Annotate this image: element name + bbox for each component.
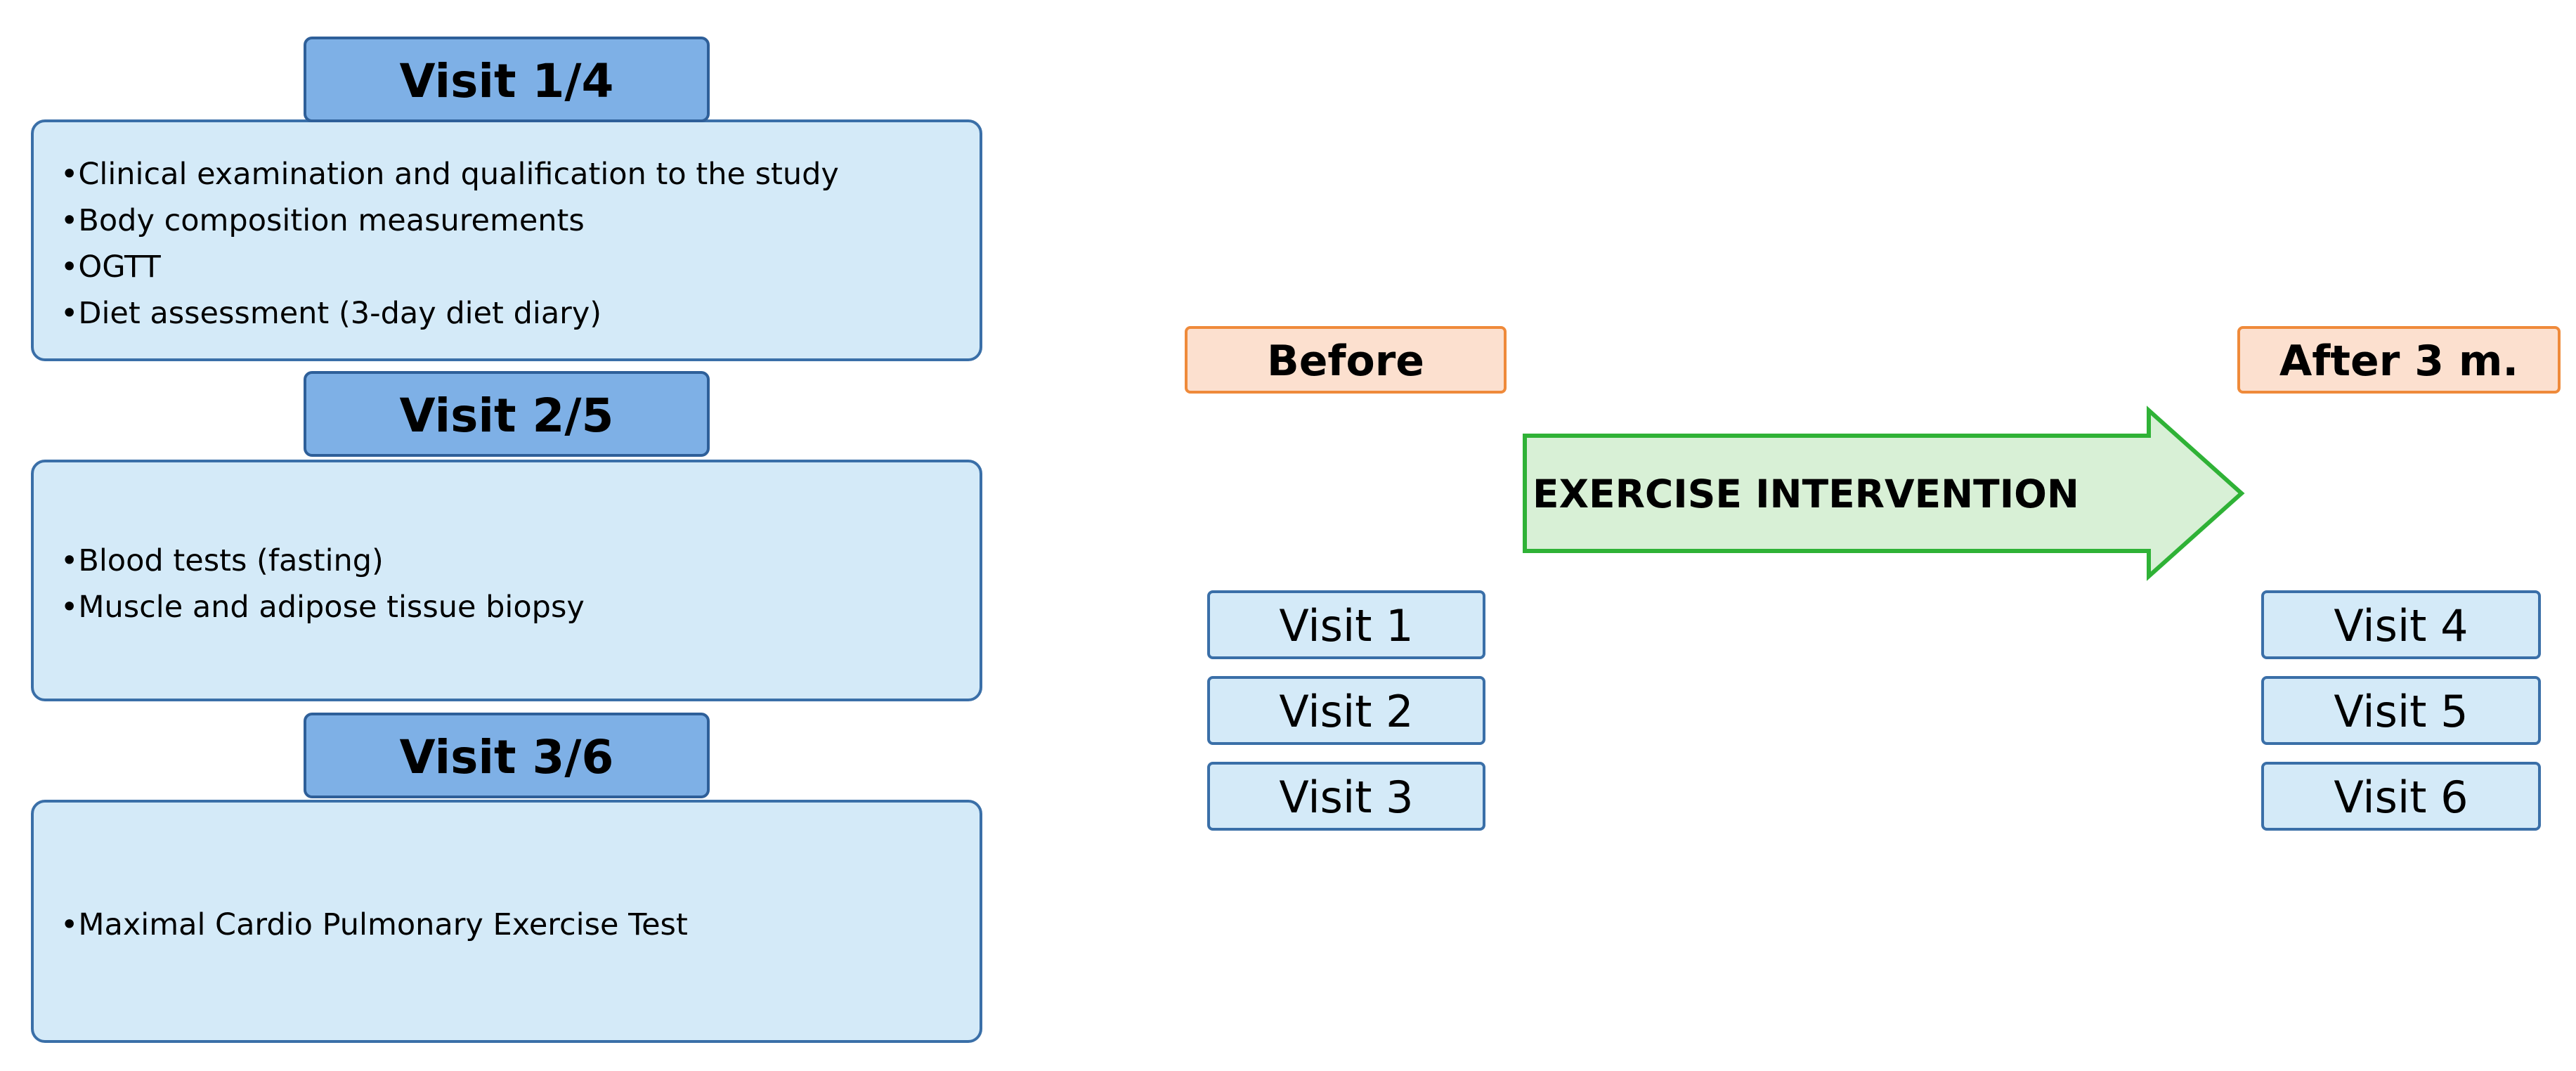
visit-block-1: Visit 1/4 •Clinical examination and qual…: [31, 37, 982, 361]
visit-1-item: •Diet assessment (3-day diet diary): [60, 296, 601, 331]
visit-block-3: Visit 3/6 •Maximal Cardio Pulmonary Exer…: [31, 713, 982, 1043]
after-visit-label: Visit 5: [2334, 686, 2468, 737]
before-label-box: [1185, 326, 1507, 394]
before-visit-box: [1207, 762, 1485, 831]
visit-3-header-text: Visit 3/6: [400, 730, 614, 784]
after-visit-box: [2261, 590, 2541, 659]
after-visit-box: [2261, 762, 2541, 831]
before-visit-label: Visit 3: [1279, 772, 1413, 823]
visit-2-body: [31, 460, 982, 701]
intervention-arrow: EXERCISE INTERVENTION: [1523, 405, 2245, 581]
visit-3-item: •Maximal Cardio Pulmonary Exercise Test: [60, 907, 688, 942]
visit-2-header: [304, 371, 710, 457]
after-label-box: [2237, 326, 2561, 394]
visit-1-item: •OGTT: [60, 249, 162, 285]
before-visit-label: Visit 1: [1279, 600, 1413, 651]
before-visit-label: Visit 2: [1279, 686, 1413, 737]
visit-1-item: •Clinical examination and qualification …: [60, 157, 839, 192]
after-visit-label: Visit 4: [2334, 600, 2468, 651]
visit-3-body: [31, 800, 982, 1043]
visit-1-item: •Body composition measurements: [60, 203, 585, 238]
visit-2-item: •Blood tests (fasting): [60, 543, 384, 578]
visit-1-header-text: Visit 1/4: [400, 54, 614, 108]
intervention-label: EXERCISE INTERVENTION: [1533, 472, 2079, 517]
before-label: Before: [1267, 337, 1424, 386]
visit-3-header: [304, 713, 710, 798]
before-phase: Before: [1185, 326, 1507, 394]
visit-block-2: Visit 2/5 •Blood tests (fasting) •Muscle…: [31, 371, 982, 701]
after-visit-label: Visit 6: [2334, 772, 2468, 823]
after-visits: Visit 4 Visit 5 Visit 6: [2261, 590, 2541, 831]
before-visits: Visit 1 Visit 2 Visit 3: [1207, 590, 1485, 831]
visit-2-header-text: Visit 2/5: [400, 389, 614, 443]
visit-1-header: [304, 37, 710, 122]
before-visit-box: [1207, 590, 1485, 659]
after-label: After 3 m.: [2279, 337, 2518, 386]
after-phase: After 3 m.: [2237, 326, 2561, 394]
visit-2-item: •Muscle and adipose tissue biopsy: [60, 590, 585, 625]
before-visit-box: [1207, 676, 1485, 745]
after-visit-box: [2261, 676, 2541, 745]
arrow-shape: [1523, 405, 2245, 581]
